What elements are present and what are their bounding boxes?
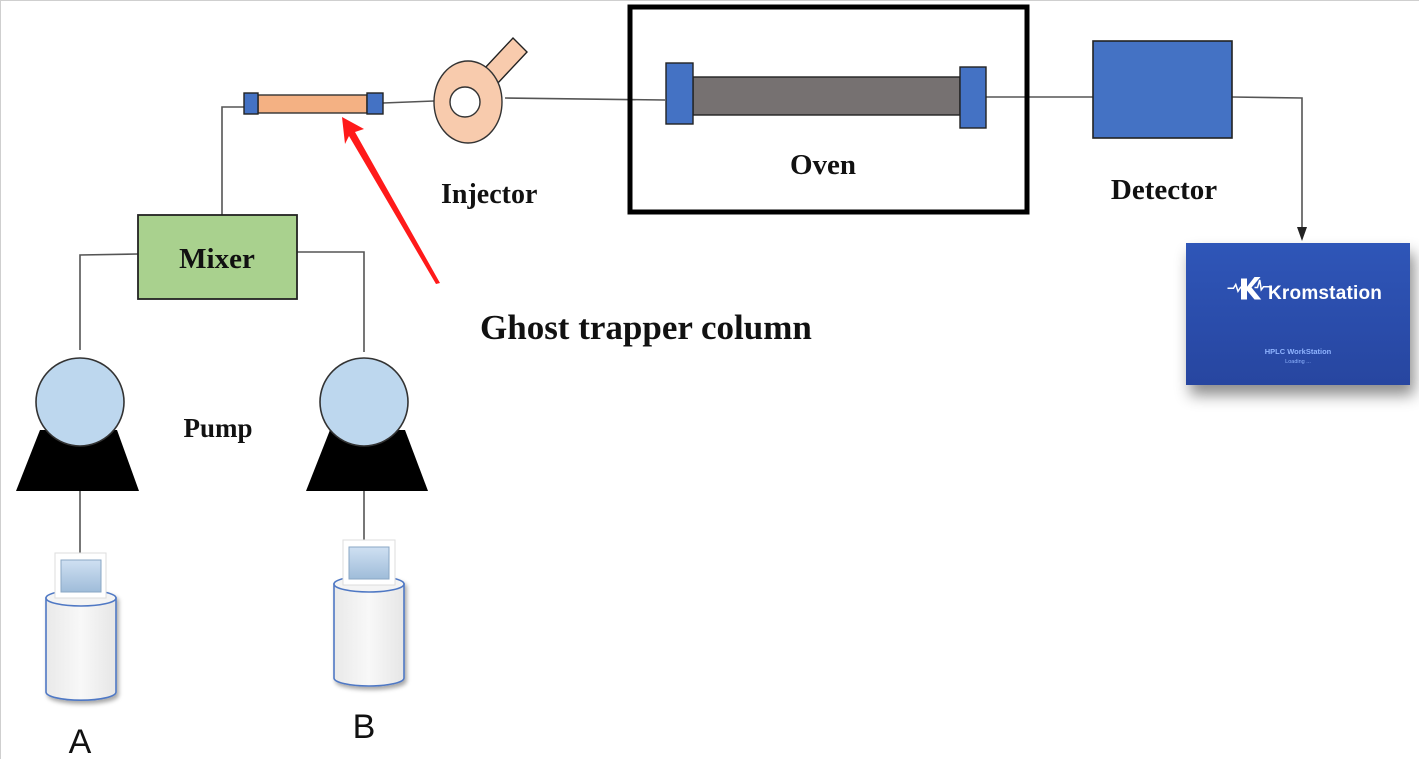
bottle-cap-b-icon (342, 539, 396, 586)
pump-a-base (16, 430, 139, 491)
kromstation-brand: Kromstation (1268, 283, 1383, 304)
tube-injector-to-column (504, 97, 666, 101)
tube-mixer-to-trapper (221, 106, 244, 215)
solvent-bottle-a (45, 589, 117, 702)
tube-pump-a-to-mixer (79, 253, 139, 350)
pump-a-head (35, 357, 125, 447)
tube-trapper-to-injector (382, 100, 435, 104)
pump-b-base (306, 430, 428, 491)
column-body (692, 76, 961, 116)
pump-label: Pump (183, 413, 252, 443)
detector-label: Detector (1111, 174, 1217, 206)
trapper-body (257, 94, 368, 114)
injector-port (449, 86, 481, 118)
mixer-box (137, 214, 298, 300)
injector (433, 36, 528, 144)
signal-arrowhead-icon (1297, 227, 1307, 241)
solvent-bottle-b (333, 575, 405, 687)
ghost-trapper-label: Ghost trapper column (480, 308, 812, 347)
tubing (79, 96, 1303, 554)
kromstation-status: Loading ... (1285, 359, 1311, 365)
column-cap-right (959, 66, 987, 129)
column-cap-left (665, 62, 694, 125)
pump-b-head (319, 357, 409, 447)
bottle-cap-a-icon (54, 552, 107, 599)
solvent-a-label: A (69, 723, 92, 759)
detector-box (1092, 40, 1233, 139)
ghost-trapper-column (243, 92, 384, 115)
injector-label: Injector (441, 179, 537, 210)
signal-detector-to-software (1231, 96, 1303, 236)
mixer-label: Mixer (179, 243, 255, 275)
kromstation-splash-window: Kromstation HPLC WorkStation Loading ... (1186, 243, 1410, 385)
solvent-b-label: B (353, 708, 376, 746)
oven-label: Oven (790, 149, 856, 181)
trapper-cap-left (243, 92, 259, 115)
pump-a (16, 357, 139, 491)
trapper-cap-right (366, 92, 384, 115)
oven-box (627, 4, 1030, 215)
pointer-arrow-icon (342, 117, 440, 284)
pump-b (306, 357, 428, 491)
analytical-column (665, 62, 987, 129)
kromstation-subtitle: HPLC WorkStation (1264, 347, 1332, 356)
tube-pump-b-to-mixer (297, 251, 365, 352)
k-waveform-logo-icon (1227, 277, 1270, 300)
